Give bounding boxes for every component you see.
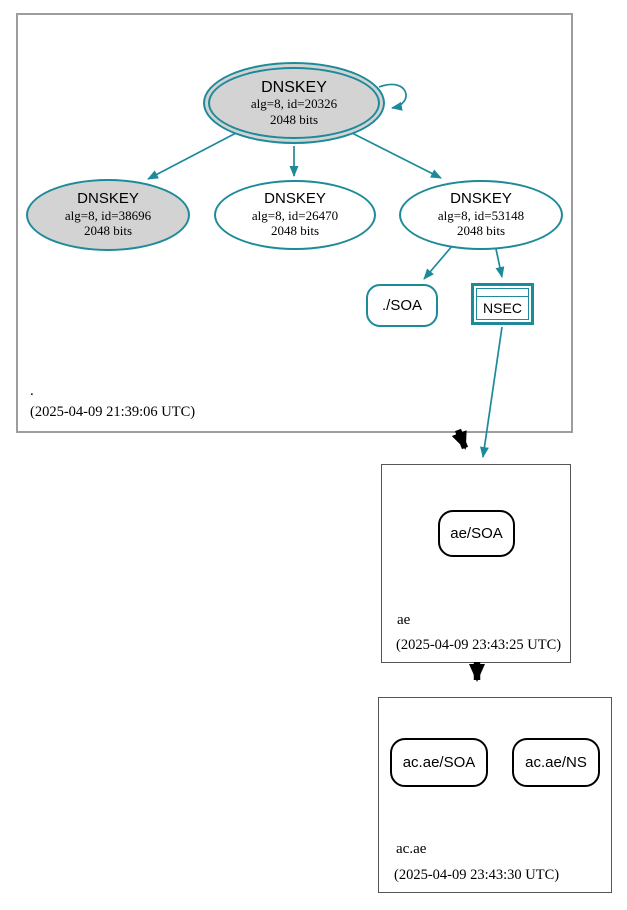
node-ae-soa[interactable]: ae/SOA: [438, 510, 515, 557]
dnskey-bits: 2048 bits: [269, 111, 319, 127]
node-ac-ae-ns[interactable]: ac.ae/NS: [512, 738, 600, 787]
rr-label: ac.ae/NS: [525, 754, 587, 771]
rr-label: NSEC: [483, 300, 522, 316]
dnskey-title: DNSKEY: [264, 190, 326, 208]
dnskey-title: DNSKEY: [450, 190, 512, 208]
rr-label: ./SOA: [381, 297, 422, 314]
zone-box-ac-ae: [378, 697, 612, 893]
dnskey-alg-id: alg=8, id=26470: [251, 207, 339, 223]
node-root-soa[interactable]: ./SOA: [366, 284, 438, 327]
node-nsec[interactable]: NSEC: [471, 283, 534, 325]
zone-name-ac-ae: ac.ae: [396, 841, 427, 857]
zone-timestamp-ac-ae: (2025-04-09 23:43:30 UTC): [394, 867, 560, 883]
dnskey-title: DNSKEY: [77, 190, 139, 208]
zone-name-root: .: [30, 383, 34, 399]
ksk-double-border: [208, 67, 380, 139]
dnskey-bits: 2048 bits: [456, 223, 506, 239]
node-ac-ae-soa[interactable]: ac.ae/SOA: [390, 738, 488, 787]
dnskey-alg-id: alg=8, id=53148: [437, 207, 525, 223]
node-dnskey-38696[interactable]: DNSKEY alg=8, id=38696 2048 bits: [26, 179, 190, 251]
dnskey-alg-id: alg=8, id=20326: [250, 96, 338, 112]
zone-timestamp-root: (2025-04-09 21:39:06 UTC): [30, 404, 196, 420]
dnskey-title: DNSKEY: [261, 78, 327, 96]
node-dnskey-26470[interactable]: DNSKEY alg=8, id=26470 2048 bits: [214, 180, 376, 250]
dnskey-bits: 2048 bits: [83, 223, 133, 239]
zone-name-ae: ae: [397, 612, 411, 628]
dnskey-alg-id: alg=8, id=38696: [64, 207, 152, 223]
zone-timestamp-ae: (2025-04-09 23:43:25 UTC): [396, 637, 562, 653]
node-dnskey-20326-ksk[interactable]: DNSKEY alg=8, id=20326 2048 bits: [203, 62, 385, 144]
rr-label: ae/SOA: [450, 525, 503, 542]
nsec-empty-cell: [477, 289, 528, 297]
rr-label: ac.ae/SOA: [402, 754, 476, 771]
nsec-record-frame: NSEC: [476, 288, 529, 320]
node-dnskey-53148[interactable]: DNSKEY alg=8, id=53148 2048 bits: [399, 180, 563, 250]
dnskey-bits: 2048 bits: [270, 223, 320, 239]
zone-box-ae: [381, 464, 571, 663]
